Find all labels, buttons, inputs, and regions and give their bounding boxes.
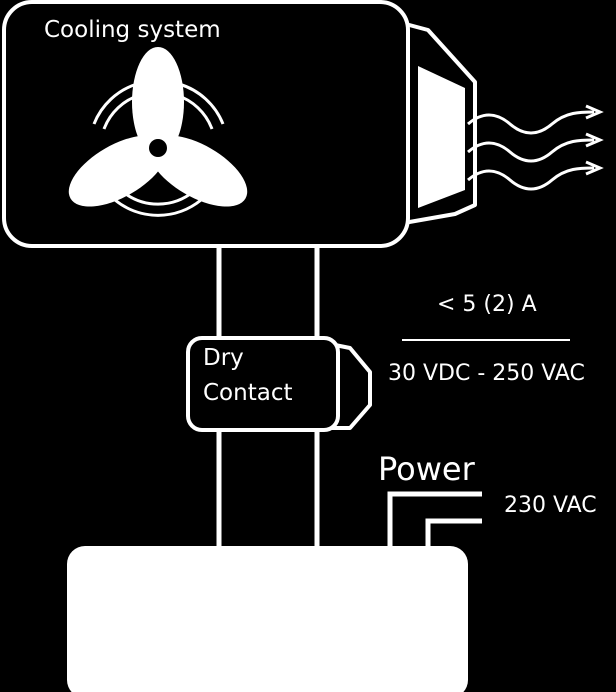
airflow-arrows xyxy=(467,104,604,191)
fan-icon xyxy=(68,47,248,217)
power-label: Power xyxy=(378,450,475,488)
wavy-arrow-icon xyxy=(467,138,595,163)
air-outlet xyxy=(418,66,465,208)
voltage-range-label: 30 VDC - 250 VAC xyxy=(388,361,585,386)
dry-contact-body xyxy=(186,336,340,432)
controller-box xyxy=(67,546,468,692)
power-voltage-label: 230 VAC xyxy=(504,493,597,518)
cooling-system-label: Cooling system xyxy=(44,17,221,43)
dry-contact-relay xyxy=(186,336,372,432)
power-wires xyxy=(387,491,482,550)
dry-contact-label-line1: Dry xyxy=(203,345,244,371)
wavy-arrow-icon xyxy=(467,166,595,191)
current-rating-label: < 5 (2) A xyxy=(437,292,537,317)
wavy-arrow-icon xyxy=(467,110,595,135)
dry-contact-label-line2: Contact xyxy=(203,380,293,406)
